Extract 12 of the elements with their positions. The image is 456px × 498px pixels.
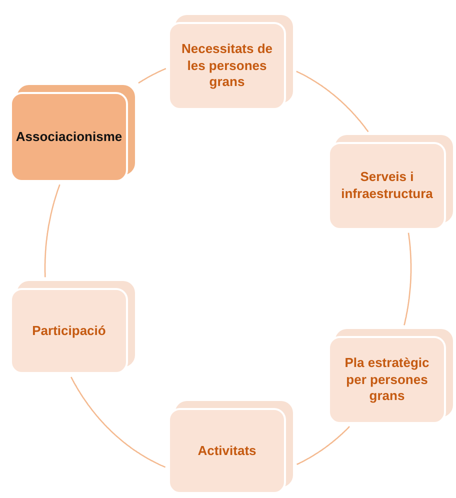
connector-arc xyxy=(296,426,350,465)
connector-arc xyxy=(138,68,166,84)
node-label: Necessitats de les persones grans xyxy=(180,40,274,92)
connector-arc xyxy=(44,184,60,278)
node-label: Activitats xyxy=(198,442,256,460)
connector-arc xyxy=(296,70,369,132)
node-label: Pla estratègic per persones grans xyxy=(344,354,430,406)
node-label: Associacionisme xyxy=(16,128,122,146)
node-label: Participació xyxy=(32,322,106,340)
connector-arc xyxy=(70,376,166,468)
node-label: Serveis i infraestructura xyxy=(340,169,434,203)
connector-arc xyxy=(404,232,412,326)
